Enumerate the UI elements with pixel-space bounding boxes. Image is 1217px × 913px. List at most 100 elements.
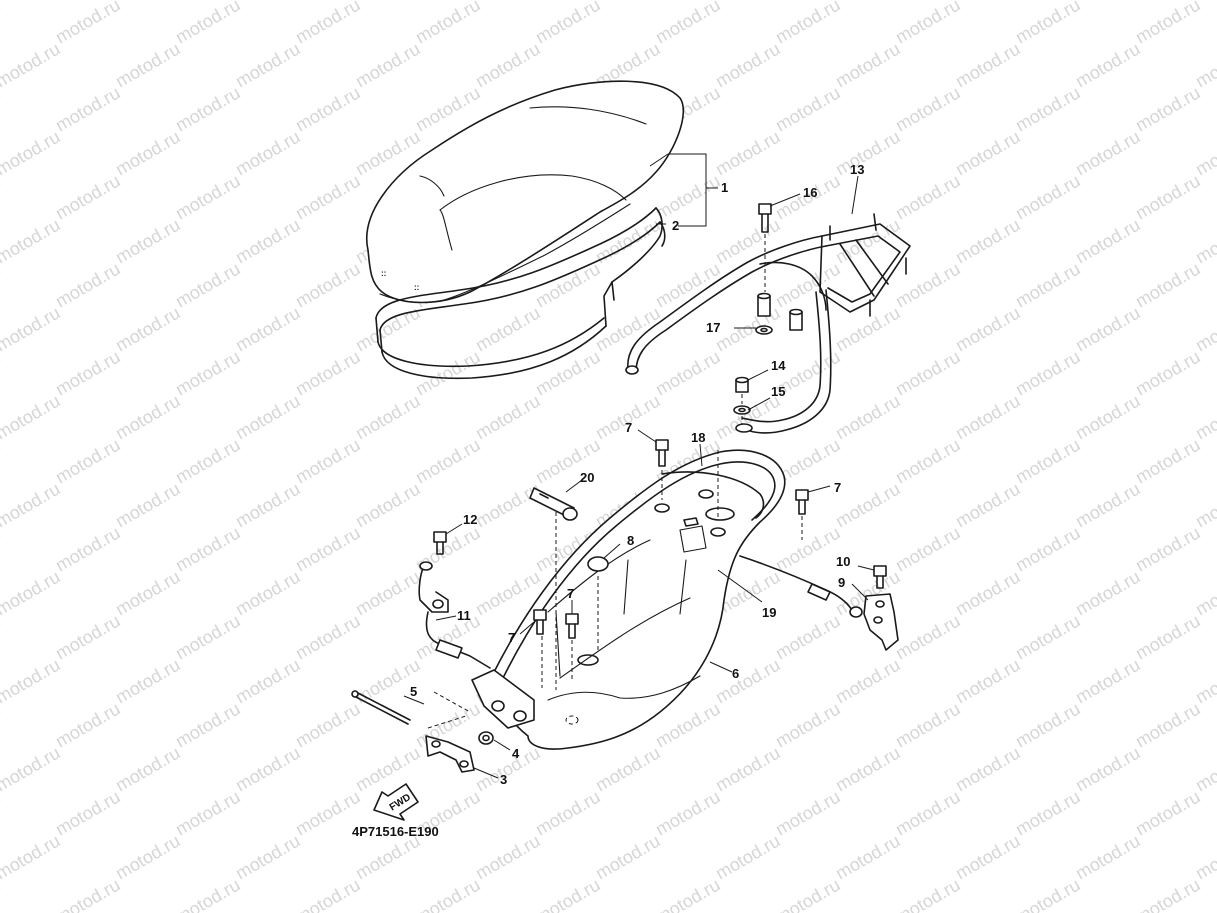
watermark-text: motod.ru <box>952 0 1024 3</box>
callout-1: 1 <box>721 180 728 195</box>
callout-19: 19 <box>762 605 776 620</box>
watermark-text: motod.ru <box>892 699 964 752</box>
watermark-text: motod.ru <box>832 303 904 356</box>
watermark-text: motod.ru <box>1132 787 1204 840</box>
watermark-text: motod.ru <box>532 787 604 840</box>
watermark-text: motod.ru <box>112 0 184 3</box>
watermark-text: motod.ru <box>0 479 64 532</box>
watermark-text: motod.ru <box>292 523 364 576</box>
watermark-text: motod.ru <box>232 567 304 620</box>
watermark-text: motod.ru <box>892 347 964 400</box>
watermark-text: motod.ru <box>772 875 844 913</box>
watermark-text: motod.ru <box>352 39 424 92</box>
watermark-text: motod.ru <box>1012 347 1084 400</box>
watermark-text: motod.ru <box>292 259 364 312</box>
watermark-text: motod.ru <box>172 523 244 576</box>
watermark-text: motod.ru <box>472 39 544 92</box>
watermark-text: motod.ru <box>292 347 364 400</box>
watermark-text: motod.ru <box>1072 0 1144 3</box>
watermark-text: motod.ru <box>112 479 184 532</box>
watermark-text: motod.ru <box>952 831 1024 884</box>
watermark-text: motod.ru <box>712 831 784 884</box>
watermark-text: motod.ru <box>112 743 184 796</box>
watermark-text: motod.ru <box>592 215 664 268</box>
watermark-text: motod.ru <box>232 39 304 92</box>
watermark-text: motod.ru <box>172 0 244 47</box>
watermark-text: motod.ru <box>1132 0 1204 47</box>
bolt-part-14 <box>735 376 749 393</box>
watermark-text: motod.ru <box>952 567 1024 620</box>
watermark-text: motod.ru <box>0 391 64 444</box>
callout-20: 20 <box>580 470 594 485</box>
watermark-text: motod.ru <box>652 0 724 47</box>
watermark-text: motod.ru <box>652 787 724 840</box>
watermark-text: motod.ru <box>712 215 784 268</box>
watermark-text: motod.ru <box>112 127 184 180</box>
watermark-text: motod.ru <box>112 303 184 356</box>
bolt-part-7 <box>655 439 669 467</box>
bolt-part-7 <box>533 609 547 635</box>
watermark-text: motod.ru <box>52 83 124 136</box>
watermark-text: motod.ru <box>832 655 904 708</box>
watermark-text: motod.ru <box>1132 83 1204 136</box>
rear-carrier-part-13 <box>625 213 911 434</box>
watermark-text: motod.ru <box>592 0 664 3</box>
watermark-text: motod.ru <box>1012 259 1084 312</box>
watermark-text: motod.ru <box>472 479 544 532</box>
watermark-text: motod.ru <box>1072 391 1144 444</box>
watermark-text: motod.ru <box>1132 347 1204 400</box>
watermark-text: motod.ru <box>772 699 844 752</box>
callout-12: 12 <box>463 512 477 527</box>
watermark-text: motod.ru <box>1012 611 1084 664</box>
watermark-text: motod.ru <box>1132 611 1204 664</box>
watermark-text: motod.ru <box>532 347 604 400</box>
collar-part-4 <box>478 731 494 745</box>
watermark-text: motod.ru <box>772 611 844 664</box>
watermark-text: motod.ru <box>292 875 364 913</box>
watermark-text: motod.ru <box>172 259 244 312</box>
watermark-text: motod.ru <box>1012 523 1084 576</box>
watermark-text: motod.ru <box>832 743 904 796</box>
watermark-text: motod.ru <box>112 567 184 620</box>
watermark-text: motod.ru <box>592 831 664 884</box>
callout-15: 15 <box>771 384 785 399</box>
lock-part-20 <box>529 487 578 521</box>
watermark-text: motod.ru <box>652 875 724 913</box>
watermark-text: motod.ru <box>0 215 64 268</box>
watermark-text: motod.ru <box>52 875 124 913</box>
bolt-part-16 <box>758 203 772 292</box>
callout-4: 4 <box>512 746 520 761</box>
latch-part-11 <box>418 561 491 669</box>
watermark-text: motod.ru <box>712 0 784 3</box>
assembly-dash-lines <box>541 450 803 690</box>
watermark-text: motod.ru <box>172 875 244 913</box>
pin-part-5 <box>351 690 471 729</box>
bracket-part-9 <box>863 593 899 651</box>
plate-part-3 <box>425 735 475 773</box>
watermark-text: motod.ru <box>1132 435 1204 488</box>
watermark-text: motod.ru <box>0 127 64 180</box>
watermark-text: motod.ru <box>832 0 904 3</box>
watermark-text: motod.ru <box>772 83 844 136</box>
watermark-text: motod.ru <box>592 743 664 796</box>
callout-6: 6 <box>732 666 739 681</box>
watermark-text: motod.ru <box>592 391 664 444</box>
callout-7: 7 <box>625 420 632 435</box>
watermark-text: motod.ru <box>0 303 64 356</box>
seat-part-1: :: :: <box>366 80 685 304</box>
watermark-text: motod.ru <box>712 127 784 180</box>
callout-10: 10 <box>836 554 850 569</box>
watermark-text: motod.ru <box>172 171 244 224</box>
watermark-text: motod.ru <box>1192 215 1217 268</box>
watermark-text: motod.ru <box>112 831 184 884</box>
watermark-text: motod.ru <box>292 435 364 488</box>
callout-14: 14 <box>771 358 786 373</box>
watermark-text: motod.ru <box>1192 39 1217 92</box>
watermark-text: motod.ru <box>1192 303 1217 356</box>
watermark-text: motod.ru <box>532 0 604 47</box>
watermark-text: motod.ru <box>52 259 124 312</box>
watermark-text: motod.ru <box>172 699 244 752</box>
watermark-text: motod.ru <box>1132 875 1204 913</box>
watermark-text: motod.ru <box>832 831 904 884</box>
callout-2: 2 <box>672 218 679 233</box>
